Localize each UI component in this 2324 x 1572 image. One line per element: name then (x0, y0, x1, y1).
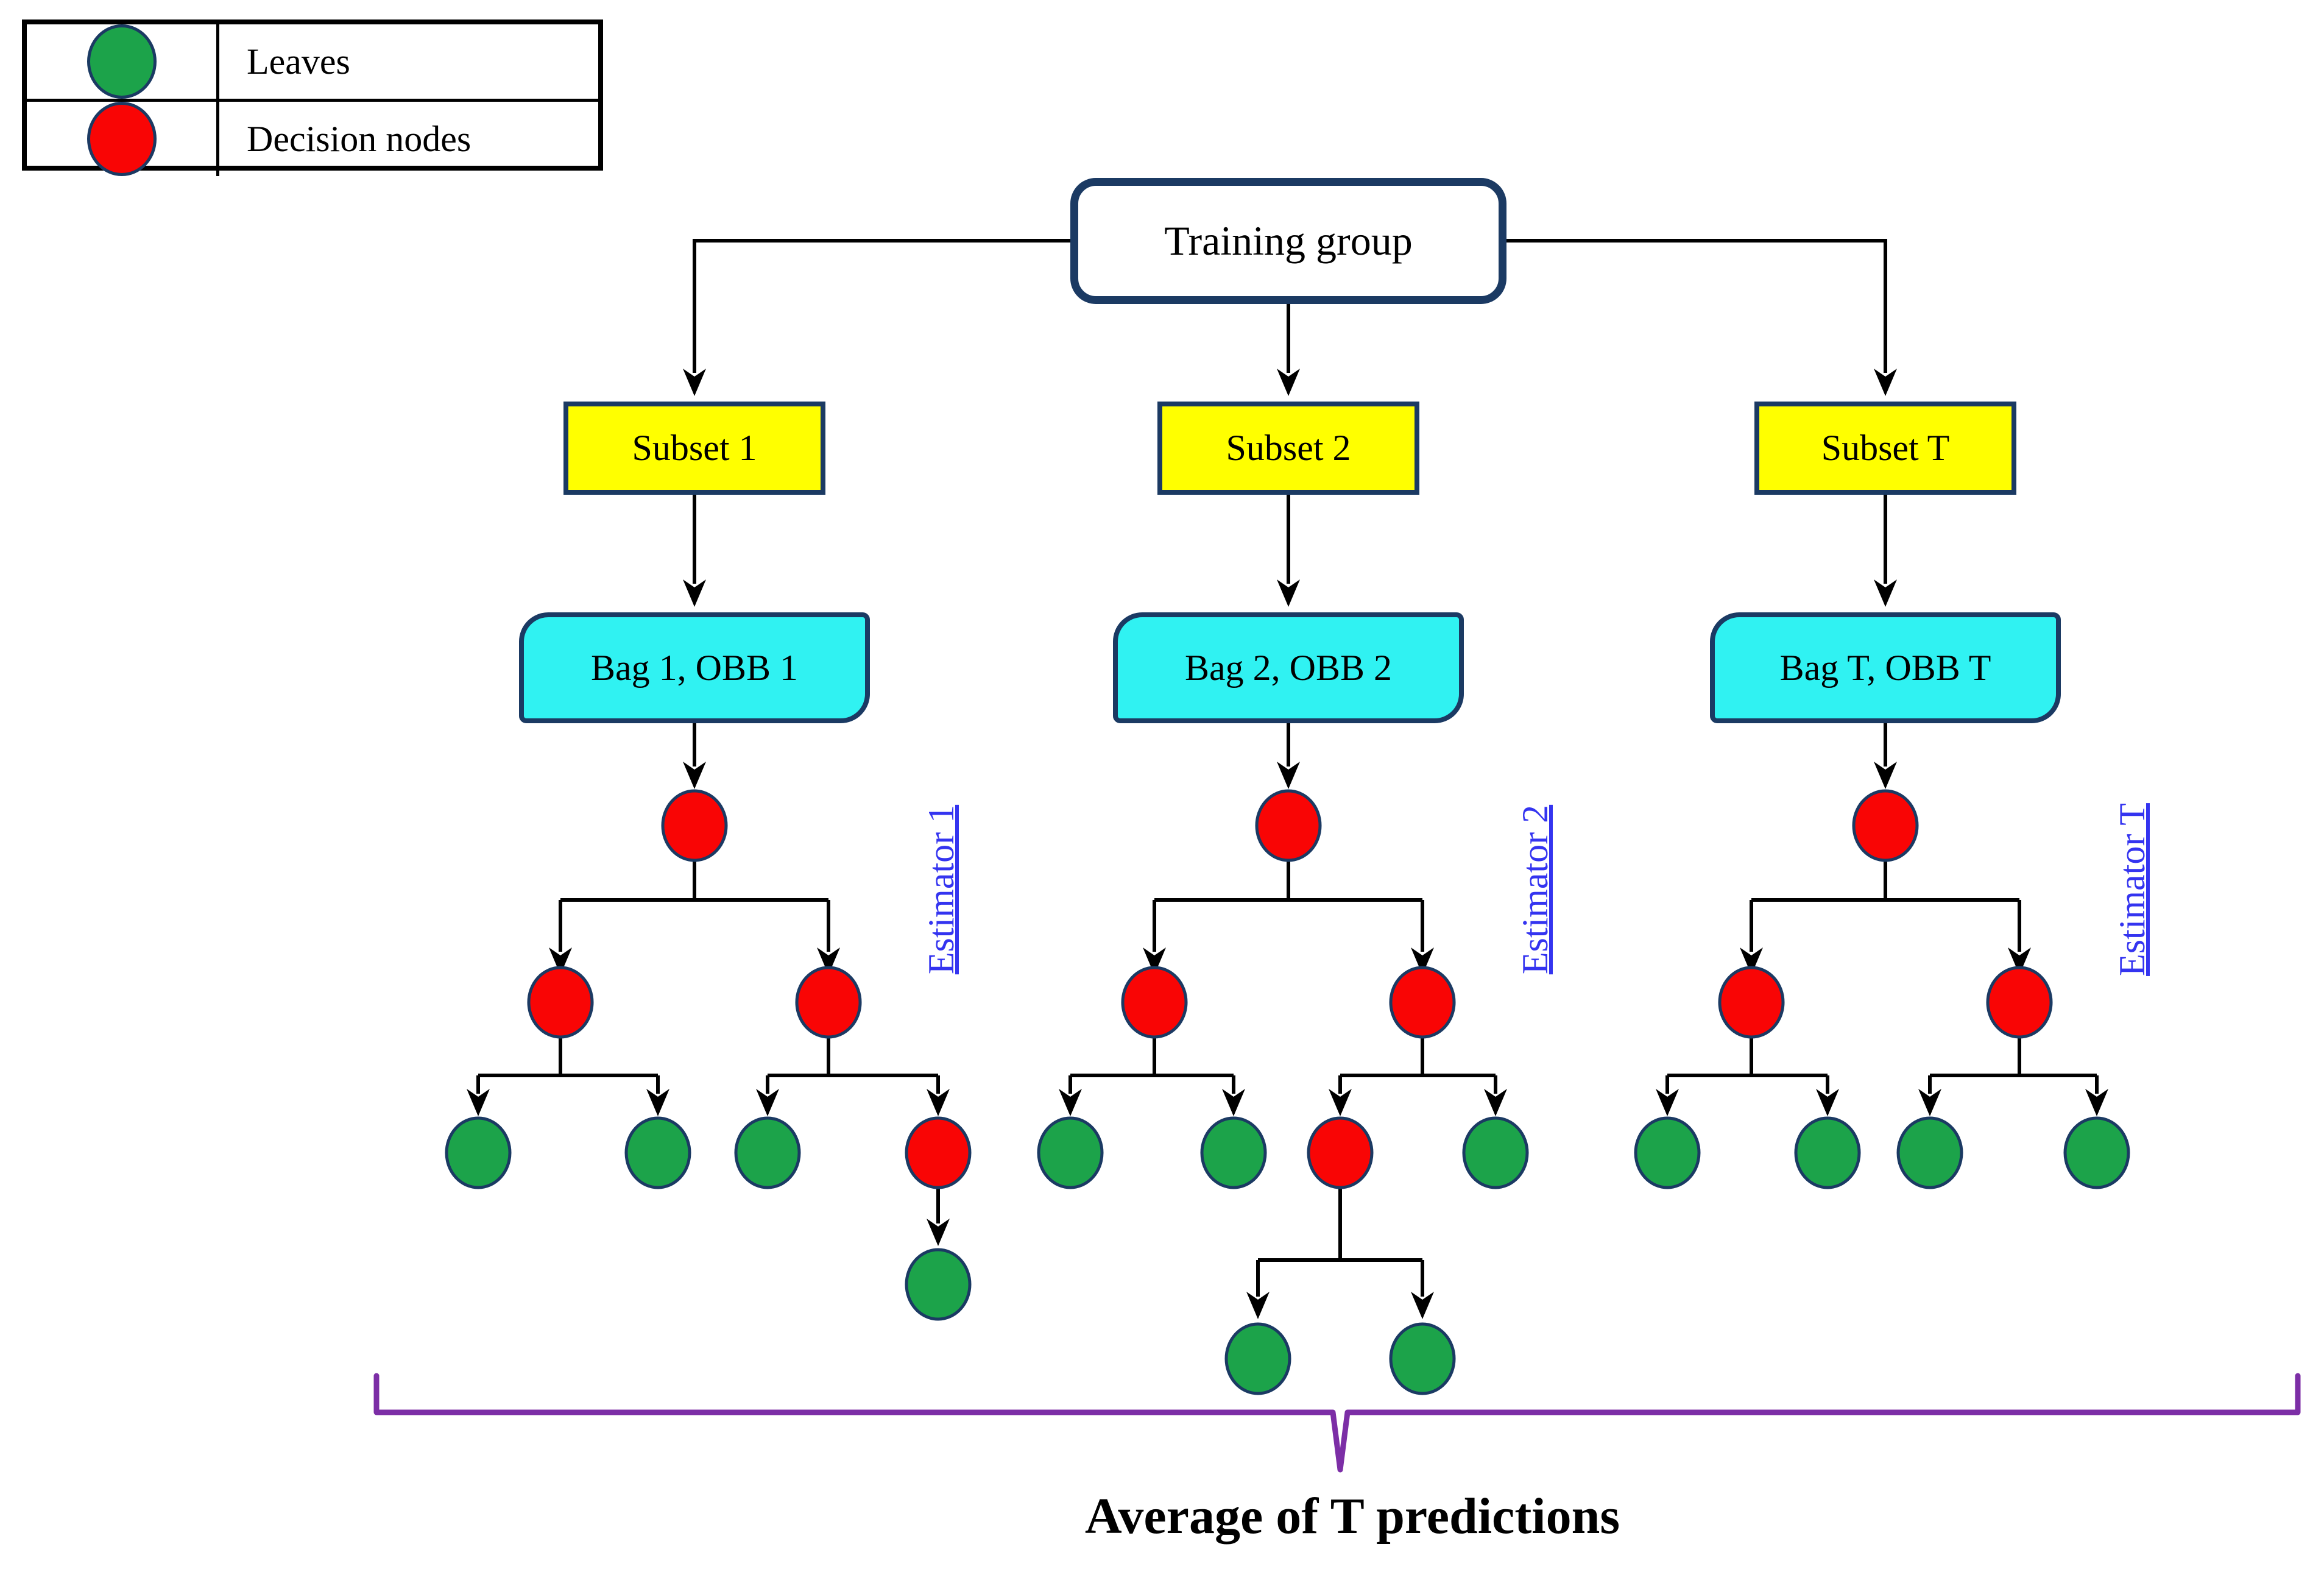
tree2-level2-splits (1070, 1036, 1496, 1077)
tree1-leaf-stubs (476, 1075, 940, 1094)
leaf-node (1462, 1116, 1529, 1189)
decision-node-swatch (87, 102, 157, 176)
training-group-box: Training group (1070, 178, 1506, 304)
legend: Leaves Decision nodes (22, 19, 603, 176)
decision-node (1255, 789, 1322, 862)
subset-1-box: Subset 1 (563, 402, 825, 495)
tree2-extra-split (1256, 1188, 1424, 1297)
decision-node (527, 966, 594, 1039)
decision-node (905, 1116, 972, 1189)
leaf-node (624, 1116, 691, 1189)
estimator-T-label: Estimator T (2111, 803, 2152, 976)
leaf-node (905, 1248, 972, 1321)
decision-node (1852, 789, 1919, 862)
estimator-1-label: Estimator 1 (920, 804, 961, 975)
legend-label-decision-nodes: Decision nodes (247, 118, 472, 159)
tree1-level2-splits (478, 1036, 938, 1077)
bag-1-box: Bag 1, OBB 1 (519, 612, 870, 723)
legend-swatch-cell (27, 102, 219, 176)
leaf-node (734, 1116, 801, 1189)
tree3-leaf-stubs (1665, 1075, 2099, 1094)
legend-swatch-cell (27, 24, 219, 102)
decision-node (1307, 1116, 1374, 1189)
leaf-node (1389, 1322, 1456, 1395)
subset-T-box: Subset T (1754, 402, 2016, 495)
decision-node (1389, 966, 1456, 1039)
legend-label-leaves: Leaves (219, 24, 598, 102)
decision-node (1121, 966, 1188, 1039)
leaf-node (1037, 1116, 1104, 1189)
caption: Average of T predictions (1084, 1488, 1620, 1545)
subset-2-box: Subset 2 (1157, 402, 1419, 495)
leaf-node (1224, 1322, 1291, 1395)
decision-node (661, 789, 728, 862)
tree2-level1-split (1153, 860, 1424, 952)
connector-training-to-subset-1 (693, 239, 1070, 373)
decision-node (1718, 966, 1785, 1039)
bag-2-box: Bag 2, OBB 2 (1113, 612, 1464, 723)
tree3-level2-splits (1667, 1036, 2097, 1077)
tree1-level1-split (559, 860, 830, 952)
decision-node (795, 966, 862, 1039)
tree2-leaf-stubs (1068, 1075, 1497, 1094)
leaf-node (2063, 1116, 2130, 1189)
average-brace (373, 1373, 2301, 1473)
tree3-level1-split (1750, 860, 2021, 952)
leaf-node (1794, 1116, 1861, 1189)
leaf-node (1634, 1116, 1701, 1189)
estimator-2-label: Estimator 2 (1514, 804, 1555, 975)
leaf-node-swatch (87, 24, 157, 99)
decision-node (1986, 966, 2053, 1039)
leaf-node (445, 1116, 512, 1189)
connector-training-to-subset-T (1506, 239, 1887, 373)
leaf-node (1896, 1116, 1963, 1189)
bag-T-box: Bag T, OBB T (1710, 612, 2061, 723)
leaf-node (1200, 1116, 1267, 1189)
